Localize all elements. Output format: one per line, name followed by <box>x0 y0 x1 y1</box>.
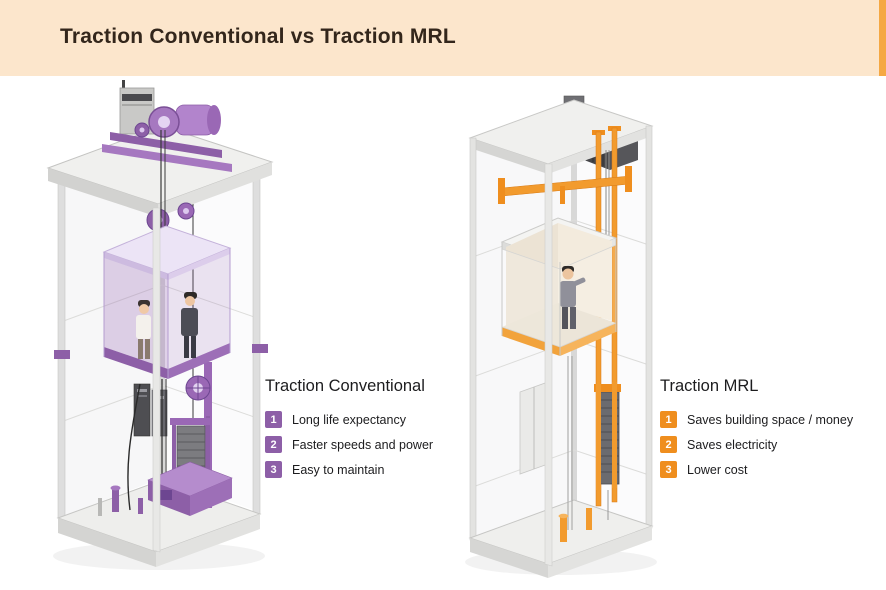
benefit-label: Long life expectancy <box>292 412 406 427</box>
right-column <box>645 125 653 529</box>
benefit-label: Saves electricity <box>687 437 778 452</box>
rail-bracket <box>54 350 70 359</box>
benefit-item: 2 Faster speeds and power <box>265 436 433 453</box>
benefit-item: 3 Lower cost <box>660 461 853 478</box>
elevator-car <box>500 217 618 356</box>
benefit-item: 2 Saves electricity <box>660 436 853 453</box>
benefit-label: Easy to maintain <box>292 462 385 477</box>
right-column <box>252 169 261 515</box>
buffers <box>98 485 143 516</box>
benefit-label: Faster speeds and power <box>292 437 434 452</box>
traction-mrl-illustration <box>465 95 657 578</box>
passenger <box>560 266 586 329</box>
hoist-machine <box>102 80 232 172</box>
front-column <box>544 163 553 567</box>
header-banner: Traction Conventional vs Traction MRL <box>0 0 886 76</box>
rail-bracket <box>252 344 268 353</box>
benefit-number-badge: 3 <box>660 461 677 478</box>
front-column <box>152 207 161 553</box>
mrl-benefits: Traction MRL 1 Saves building space / mo… <box>660 377 853 486</box>
benefit-number-badge: 1 <box>660 411 677 428</box>
mrl-title: Traction MRL <box>660 377 759 395</box>
left-column <box>57 173 66 521</box>
traction-conventional-illustration <box>46 80 274 570</box>
governor-wheel <box>185 375 211 401</box>
benefit-item: 3 Easy to maintain <box>265 461 433 478</box>
benefit-item: 1 Long life expectancy <box>265 411 433 428</box>
buffers <box>558 508 592 542</box>
elevator-car <box>102 225 232 379</box>
conventional-benefits: Traction Conventional 1 Long life expect… <box>265 377 433 486</box>
benefit-number-badge: 3 <box>265 461 282 478</box>
traveling-cable <box>127 383 141 511</box>
benefit-number-badge: 2 <box>660 436 677 453</box>
car-crosshead <box>498 166 632 204</box>
benefit-item: 1 Saves building space / money <box>660 411 853 428</box>
left-column <box>469 137 477 543</box>
page-title: Traction Conventional vs Traction MRL <box>60 25 456 48</box>
header-accent-bar <box>879 0 886 76</box>
passengers <box>136 292 198 359</box>
pit-machine <box>147 461 233 516</box>
benefit-label: Saves building space / money <box>687 412 854 427</box>
benefit-number-badge: 1 <box>265 411 282 428</box>
benefit-label: Lower cost <box>687 462 748 477</box>
benefit-number-badge: 2 <box>265 436 282 453</box>
counterweight <box>594 382 621 520</box>
landing-door <box>519 381 549 475</box>
conventional-title: Traction Conventional <box>265 377 425 395</box>
